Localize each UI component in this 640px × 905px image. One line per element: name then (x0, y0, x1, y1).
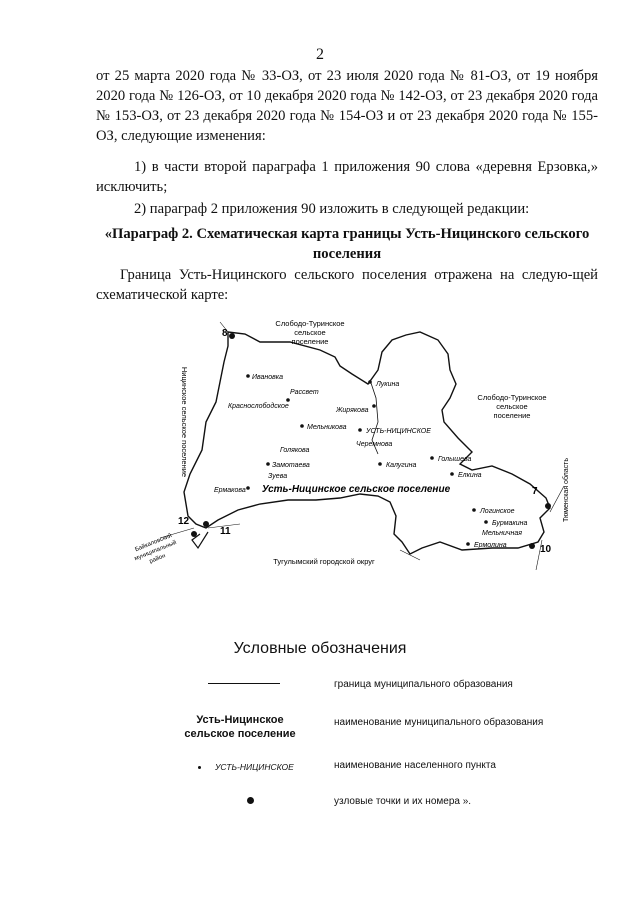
neighbor-west: Ницинское сельское поселение (180, 367, 189, 477)
settlement-lukina: Лукина (368, 380, 399, 388)
svg-text:Голякова: Голякова (280, 447, 310, 454)
settlement-rassvet: Рассвет (290, 389, 319, 396)
svg-text:Замотаева: Замотаева (272, 462, 310, 469)
neighbor-east-1: Слободо-Туринское (477, 393, 546, 402)
legend-node-dot-icon (247, 797, 254, 804)
neighbor-north-1: Слободо-Туринское (275, 319, 344, 328)
neighbor-far-east: Тюменская область (562, 458, 570, 522)
legend-boundary-desc: граница муниципального образования (334, 679, 513, 690)
svg-text:Ермакова: Ермакова (214, 487, 246, 494)
svg-text:Краснослободское: Краснослободское (228, 402, 289, 410)
svg-text:УСТЬ-НИЦИНСКОЕ: УСТЬ-НИЦИНСКОЕ (365, 428, 431, 435)
node-point-7 (545, 503, 551, 509)
svg-text:Зуева: Зуева (268, 473, 287, 480)
node-label-8: 8 (222, 328, 228, 339)
municipality-boundary (183, 331, 551, 555)
legend-name-desc: наименование муниципального образования (334, 717, 544, 728)
svg-text:Бурмакина: Бурмакина (492, 520, 527, 527)
settlement-dot-icon (198, 766, 201, 770)
node-point-12 (191, 531, 197, 537)
settlement-burmakina: Бурмакина (484, 520, 527, 527)
svg-text:Лукина: Лукина (375, 381, 399, 388)
settlement-zhiryakova: Жирякова (335, 404, 376, 414)
page-number: 2 (316, 46, 324, 63)
legend-name-sample: Усть-Ницинское сельское поселение (184, 714, 296, 740)
settlement-golyakova: Голякова (280, 447, 310, 454)
settlement-kalugina: Калугина (378, 462, 417, 469)
node-point-8 (229, 333, 235, 339)
svg-text:Ивановка: Ивановка (252, 374, 283, 381)
svg-text:Рассвет: Рассвет (290, 389, 319, 396)
node-label-7: 7 (532, 486, 538, 497)
svg-text:Черемнова: Черемнова (356, 441, 392, 448)
neighbor-east-3: поселение (494, 411, 531, 420)
settlement-ivanovka: Ивановка (246, 374, 283, 381)
svg-text:Ермолина: Ермолина (474, 542, 507, 549)
neighbor-north-3: поселение (292, 337, 329, 346)
svg-text:Жирякова: Жирякова (335, 407, 369, 414)
legend-settlement-desc: наименование населенного пункта (334, 760, 496, 771)
svg-text:Калугина: Калугина (386, 462, 417, 469)
map-intro-paragraph: Граница Усть-Ницинского сельского поселе… (96, 267, 598, 303)
node-point-10 (529, 543, 535, 549)
amendment-item-2: 2) параграф 2 приложения 90 изложить в с… (134, 201, 530, 217)
municipality-name-label: Усть-Ницинское сельское поселение (262, 484, 451, 495)
neighbor-east-2: сельское (496, 402, 527, 411)
schematic-boundary-map: 8 7 10 11 12 Слободо-Туринское сельское … (133, 319, 570, 571)
settlement-ust-nitsinskoe: УСТЬ-НИЦИНСКОЕ (358, 428, 431, 435)
section-heading: «Параграф 2. Схематическая карта границы… (104, 226, 590, 262)
svg-text:Голышева: Голышева (438, 456, 471, 463)
svg-text:Мельникова: Мельникова (307, 424, 347, 431)
node-point-11 (203, 521, 209, 527)
neighbor-south: Тугулымский городской округ (273, 557, 375, 566)
settlement-cheremnova: Черемнова (356, 441, 392, 448)
node-label-12: 12 (178, 516, 190, 527)
amendments-paragraph: от 25 марта 2020 года № 33-ОЗ, от 23 июл… (96, 68, 598, 144)
legend-boundary-line (208, 683, 280, 684)
settlement-zamotaeva: Замотаева (266, 462, 310, 469)
svg-text:Логинское: Логинское (479, 508, 515, 515)
node-label-10: 10 (540, 544, 552, 555)
legend-settlement-sample: УСТЬ-НИЦИНСКОЕ (198, 762, 294, 772)
settlement-loginskoe: Логинское (472, 508, 515, 515)
svg-text:Елкина: Елкина (458, 472, 482, 479)
settlement-elkina: Елкина (450, 472, 482, 479)
neighbor-north-2: сельское (294, 328, 325, 337)
amendment-item-1: 1) в части второй параграфа 1 приложения… (96, 159, 598, 195)
settlement-krasnoslobodskoe: Краснослободское (228, 398, 290, 410)
settlement-melnichnaya: Мельничная (482, 530, 522, 537)
node-label-11: 11 (220, 526, 231, 537)
legend-node-desc: узловые точки и их номера ». (334, 796, 472, 807)
settlement-melnikova: Мельникова (300, 424, 347, 431)
settlement-ermakova: Ермакова (214, 486, 250, 494)
legend-title: Условные обозначения (233, 640, 407, 657)
settlement-golysheva: Голышева (430, 456, 471, 463)
settlement-zueva: Зуева (268, 473, 287, 480)
settlement-ermolina: Ермолина (466, 542, 507, 549)
svg-text:Мельничная: Мельничная (482, 530, 522, 537)
